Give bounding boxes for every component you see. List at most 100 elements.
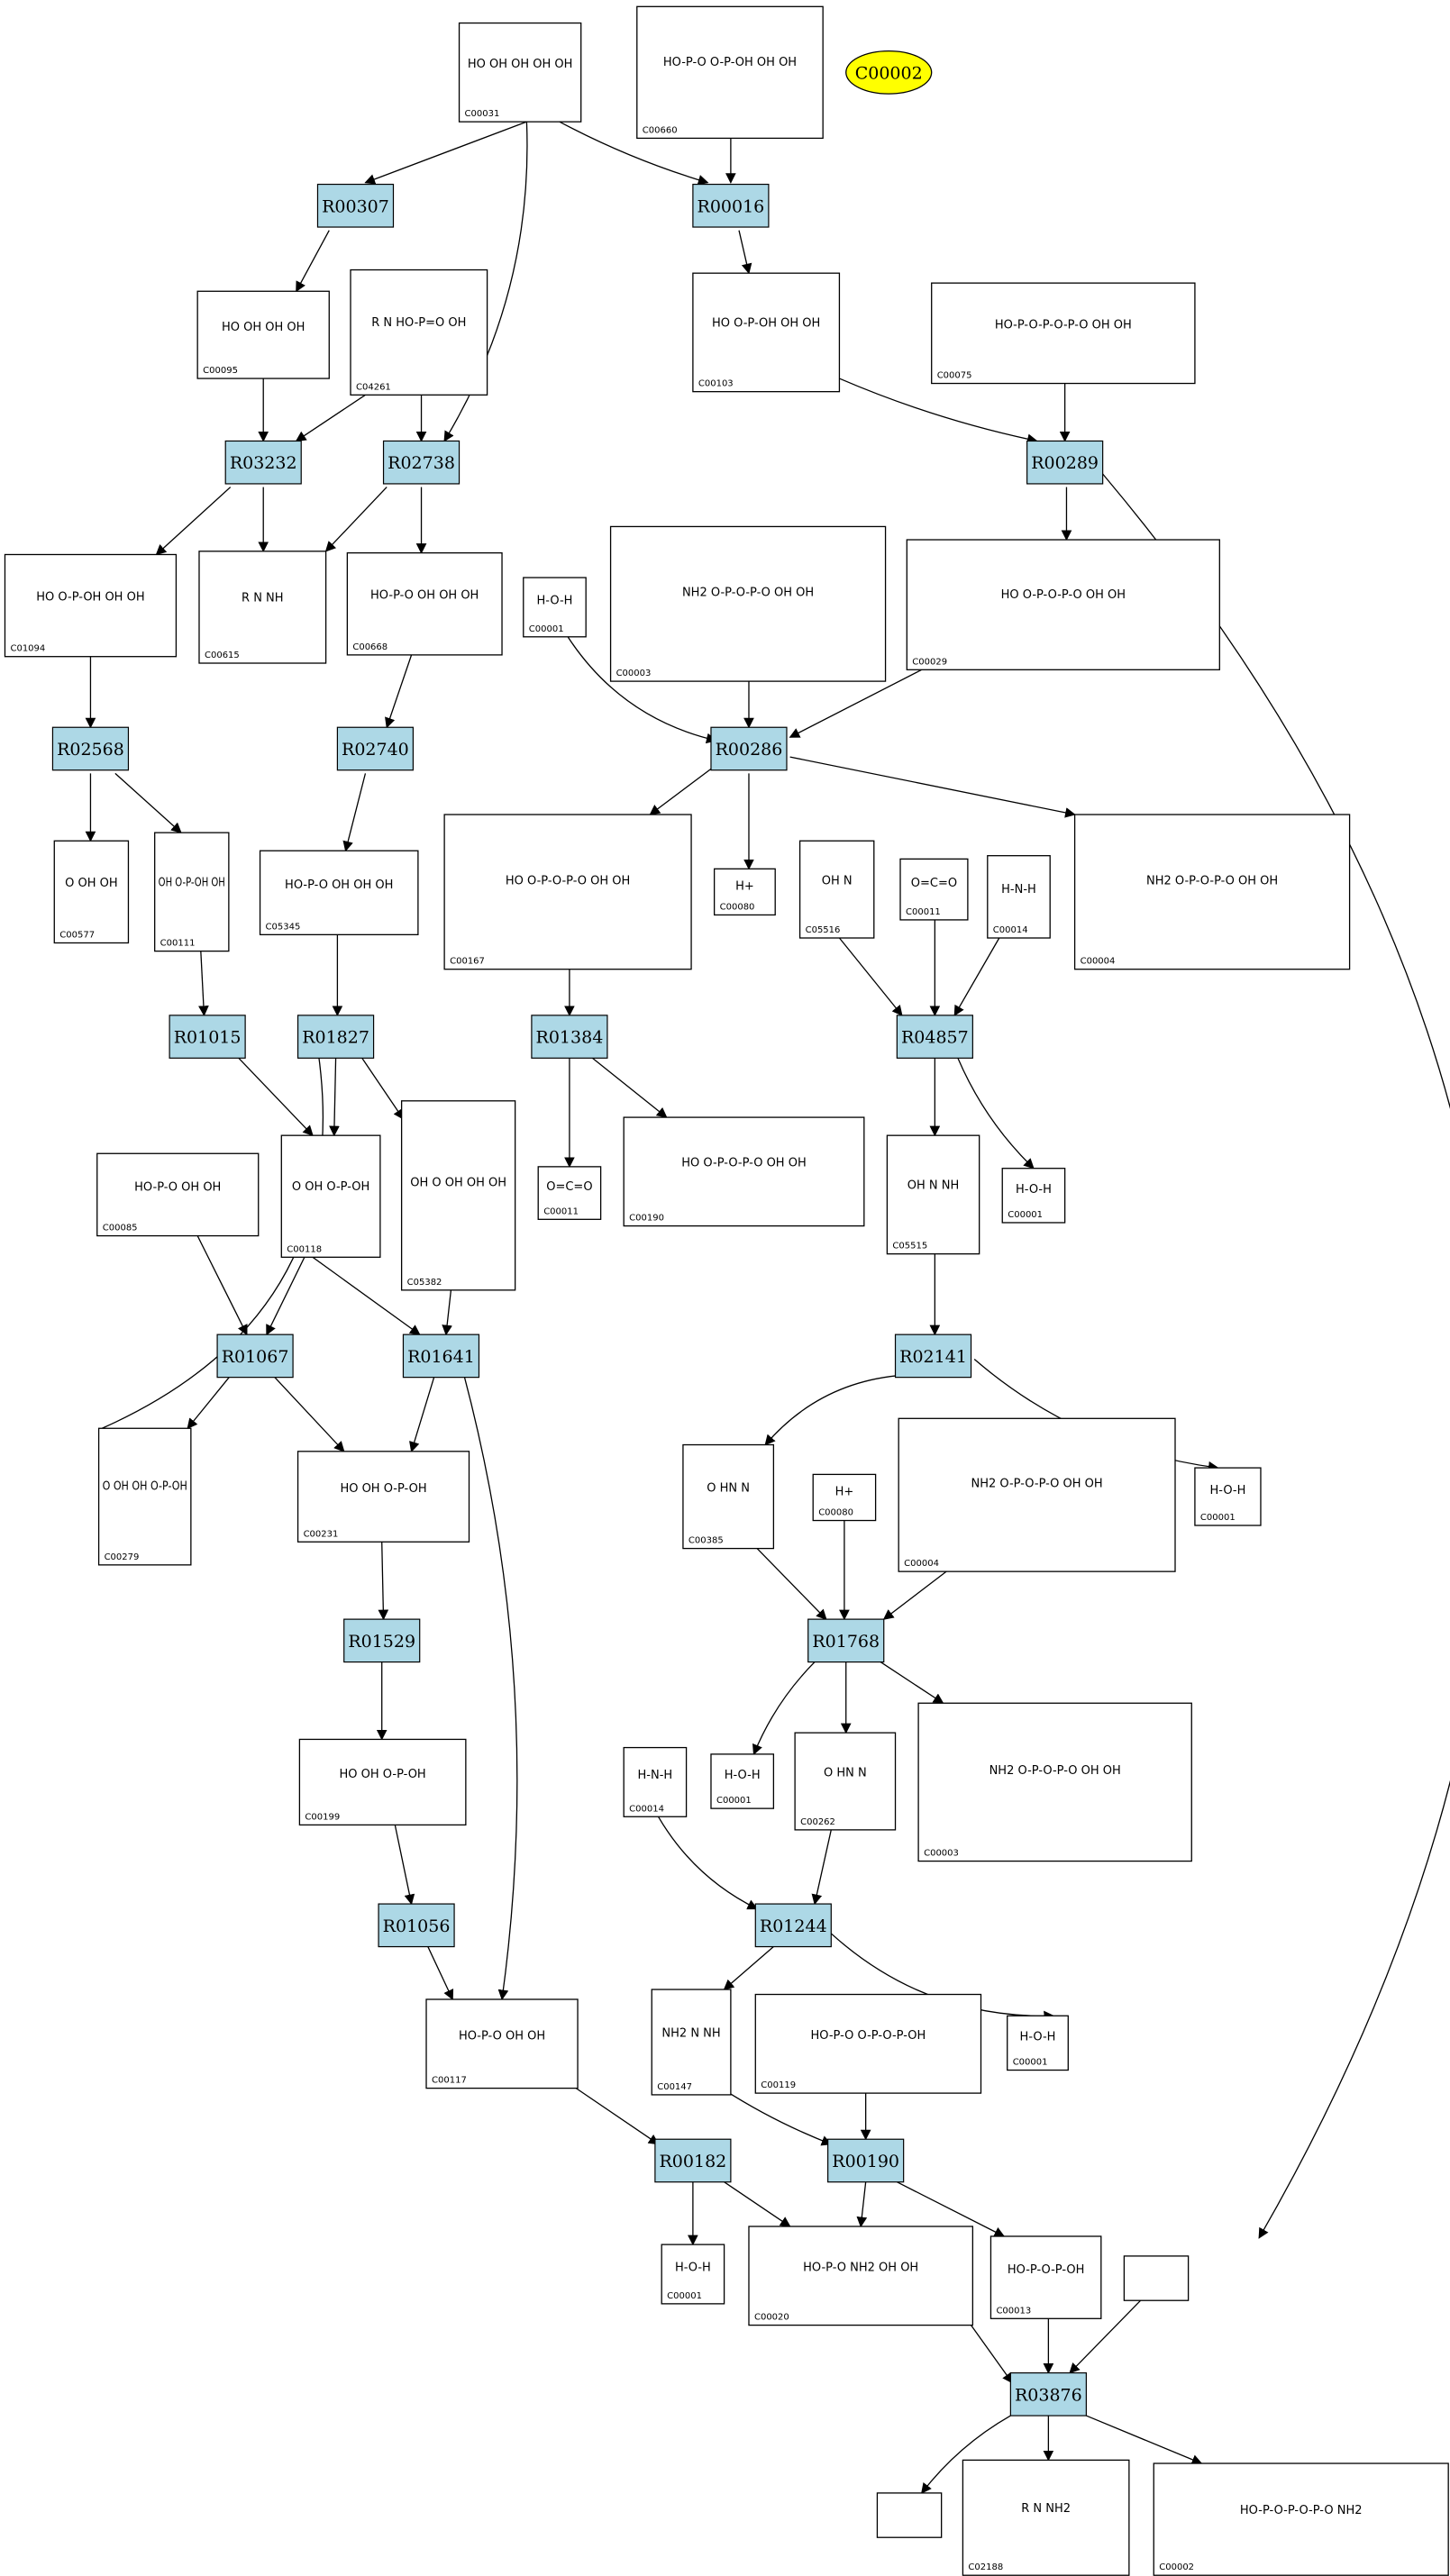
reaction-box	[343, 1618, 421, 1663]
compound-node[interactable]: H+ C00080	[713, 868, 776, 916]
compound-structure: HO-P-O O-P-OH OH OH	[663, 56, 797, 69]
reaction-node[interactable]: R00307	[316, 183, 395, 228]
compound-node[interactable]	[1123, 2255, 1190, 2301]
compound-structure: H+	[735, 879, 754, 893]
reaction-node[interactable]: R00190	[827, 2138, 905, 2183]
reaction-node[interactable]: R01015	[169, 1015, 246, 1059]
reaction-node[interactable]: R00286	[710, 726, 788, 771]
edge-arrow	[463, 1375, 518, 2001]
reaction-node[interactable]: R01067	[216, 1334, 294, 1379]
highlight-compound[interactable]: C00002	[845, 50, 933, 95]
reaction-node[interactable]: R01768	[807, 1618, 885, 1663]
reaction-box	[296, 1015, 375, 1059]
reaction-node[interactable]: R02568	[51, 726, 130, 771]
edge-arrow	[789, 756, 1076, 818]
compound-box	[537, 1166, 602, 1220]
compound-label: C00001	[529, 624, 564, 634]
reaction-node[interactable]: R04857	[896, 1015, 973, 1059]
compound-node[interactable]	[876, 2492, 943, 2538]
reaction-node[interactable]: R01244	[754, 1903, 832, 1948]
compound-label: C00095	[203, 366, 238, 376]
compound-label: C00001	[1200, 1513, 1236, 1523]
reaction-label: R02568	[57, 740, 124, 760]
edge-arrow	[724, 2089, 833, 2146]
compound-structure: HO OH O-P-OH	[340, 1768, 426, 1781]
compound-box	[400, 1100, 516, 1291]
reaction-box	[216, 1334, 294, 1379]
edge-arrow	[856, 2181, 868, 2228]
reaction-node[interactable]: R02141	[894, 1334, 972, 1379]
reaction-node[interactable]: R01529	[343, 1618, 421, 1663]
edge-arrow	[266, 1257, 306, 1336]
reaction-node[interactable]: R03232	[224, 440, 302, 485]
compound-box	[962, 2459, 1130, 2576]
reaction-node[interactable]: R02738	[382, 440, 461, 485]
reaction-box	[169, 1015, 246, 1059]
reaction-node[interactable]: R00182	[654, 2138, 732, 2183]
reaction-node[interactable]: R01827	[296, 1015, 375, 1059]
compound-structure: HO-P-O O-P-O-P-OH	[810, 2029, 926, 2043]
compound-label: C00668	[352, 642, 388, 652]
reaction-node[interactable]: R00289	[1026, 440, 1104, 485]
compound-label: C00111	[160, 939, 196, 949]
compound-structure: NH2 O-P-O-P-O OH OH	[1146, 874, 1278, 887]
reaction-node[interactable]: R03876	[1009, 2371, 1087, 2417]
compound-label: C00080	[720, 902, 755, 912]
reaction-node[interactable]: R00016	[692, 183, 770, 228]
reaction-node[interactable]: R01384	[531, 1015, 608, 1059]
reaction-node[interactable]: R01056	[378, 1903, 455, 1948]
reaction-node[interactable]: R01641	[402, 1334, 480, 1379]
compound-node[interactable]: H+C00080	[812, 1473, 877, 1522]
edge-arrow	[752, 1661, 816, 1755]
compound-label: C00031	[465, 109, 500, 119]
reaction-node[interactable]: R02740	[336, 726, 415, 771]
edge-arrow	[196, 1235, 248, 1336]
